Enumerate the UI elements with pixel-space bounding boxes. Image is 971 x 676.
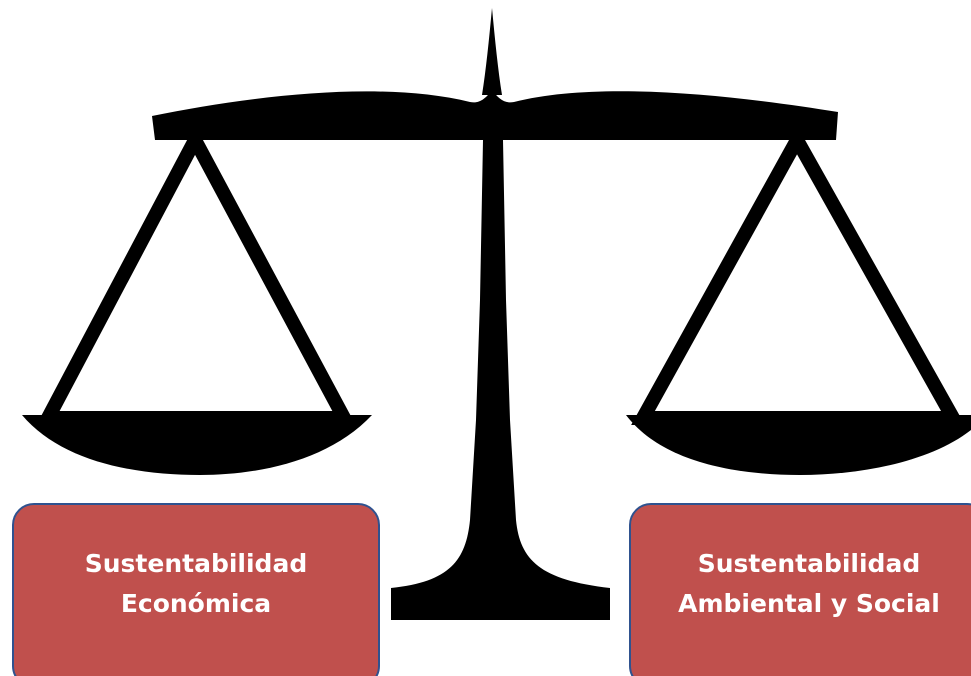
right-pan-frame xyxy=(631,125,965,425)
environmental-label-line2: Ambiental y Social xyxy=(678,588,940,618)
environmental-label-line1: Sustentabilidad xyxy=(697,548,921,578)
economic-label-line1: Sustentabilidad xyxy=(84,548,308,578)
economic-sustainability-box: Sustentabilidad Económica xyxy=(12,503,380,676)
economic-label-line2: Económica xyxy=(120,588,272,618)
right-pan xyxy=(626,415,971,475)
left-pan xyxy=(22,415,372,475)
scale-post xyxy=(391,140,610,620)
scale-spike xyxy=(482,8,502,95)
left-pan-frame xyxy=(36,125,356,425)
environmental-social-sustainability-box: Sustentabilidad Ambiental y Social xyxy=(629,503,971,676)
scale-beam xyxy=(152,90,838,140)
